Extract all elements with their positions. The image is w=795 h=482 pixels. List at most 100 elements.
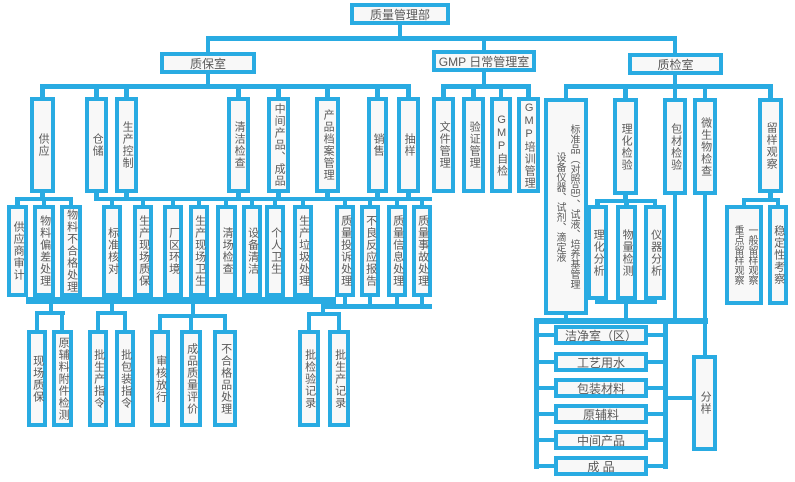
node-batch-production-order: 批生产指令: [88, 330, 108, 427]
node-standards-reagents: 标准品（对照品）、试液、培养基管理设备仪器、试剂、滴定液: [544, 98, 588, 315]
connector-line: [224, 201, 228, 205]
connector-line: [124, 89, 129, 97]
connector-line: [595, 300, 657, 304]
connector-line: [482, 41, 486, 50]
connector-line: [441, 89, 446, 97]
connector-line: [673, 195, 677, 320]
node-packaging-inspection: 包材检验: [663, 98, 687, 195]
connector-line: [648, 386, 663, 390]
node-complaint-handling: 质量投诉处理: [335, 205, 355, 297]
node-label: 仓储: [91, 133, 104, 157]
connector-line: [673, 41, 677, 53]
node-physchem-analysis: 理化分析: [587, 205, 608, 300]
connector-line: [673, 89, 677, 98]
connector-line: [564, 89, 568, 98]
node-sales: 销售: [367, 97, 388, 193]
connector-line: [648, 464, 663, 468]
connector-line: [703, 89, 707, 98]
node-label: 个人卫生: [269, 227, 282, 275]
node-label: 理化检验: [620, 122, 633, 171]
connector-line: [703, 195, 707, 355]
node-label: 设备仪器、试剂、滴定液: [554, 151, 565, 262]
node-label: 质保室: [189, 56, 226, 71]
node-label: 生产现场卫生: [193, 215, 206, 287]
connector-line: [141, 201, 145, 205]
connector-line: [301, 201, 305, 205]
node-label: 物量检测: [621, 228, 634, 277]
connector-line: [321, 309, 325, 312]
node-physchem-inspection: 理化检验: [613, 98, 638, 195]
node-site-hygiene: 生产现场卫生: [189, 205, 209, 297]
node-label: 验证管理: [468, 121, 481, 169]
connector-line: [273, 201, 277, 205]
node-label: 批包装指令: [119, 348, 132, 409]
node-validation-mgmt: 验证管理: [462, 97, 485, 193]
node-label: 质量管理部: [369, 7, 430, 22]
connector-line: [337, 316, 341, 330]
node-label: 抽样: [403, 133, 416, 157]
connector-line: [539, 464, 554, 468]
node-label: 标准品（对照品）、试液、培养基管理: [568, 124, 579, 289]
node-batch-packaging-order: 批包装指令: [115, 330, 135, 427]
node-packaging-materials: 包装材料: [554, 378, 648, 398]
node-label: 供应: [37, 133, 50, 157]
node-label: GMP自检: [495, 113, 508, 177]
connector-line: [648, 333, 663, 337]
connector-line: [236, 193, 241, 197]
node-supply: 供应: [30, 97, 55, 193]
connector-line: [539, 412, 554, 416]
node-label: 厂区环境: [167, 227, 180, 275]
connector-line: [648, 412, 663, 416]
node-label: 不良反应报告: [364, 215, 377, 287]
connector-line: [375, 193, 380, 197]
connector-line: [742, 198, 780, 202]
node-finished-products: 成 品: [554, 456, 648, 476]
node-adverse-reaction: 不良反应报告: [360, 205, 380, 297]
node-quality-info: 质量信息处理: [387, 205, 407, 297]
node-label: 生产控制: [121, 121, 134, 169]
node-label: 不合格品处理: [219, 342, 232, 415]
node-label: 物料偏差处理: [38, 215, 51, 287]
node-label: 标准核对: [106, 227, 119, 275]
node-label: 批生产记录: [333, 348, 346, 409]
connector-line: [768, 193, 773, 198]
node-label: 质量投诉处理: [339, 215, 352, 287]
node-label: 批生产指令: [92, 348, 105, 409]
connector-line: [171, 201, 175, 205]
node-supplier-audit: 供应商审计: [7, 205, 28, 297]
node-label: 物料不合格处理: [65, 209, 78, 293]
connector-line: [368, 201, 372, 205]
connector-line: [441, 84, 531, 89]
node-gmp-office: GMP 日常管理室: [432, 50, 536, 72]
node-clearance-check: 清场检查: [216, 205, 237, 297]
connector-line: [35, 315, 39, 330]
connector-line: [206, 36, 677, 41]
connector-line: [375, 89, 380, 97]
node-label: 包材检验: [669, 122, 682, 171]
node-production-control: 生产控制: [115, 97, 138, 193]
node-equipment-cleaning: 设备清洁: [242, 205, 262, 297]
node-label: 生产垃圾处理: [297, 215, 310, 287]
connector-line: [110, 201, 114, 205]
connector-line: [321, 304, 432, 309]
connector-line: [420, 297, 424, 304]
node-microbial-inspection: 微生物检查: [693, 98, 717, 195]
connector-line: [673, 75, 677, 84]
connector-line: [40, 84, 411, 89]
connector-line: [406, 89, 411, 97]
connector-line: [668, 396, 692, 400]
node-batch-production-record: 批生产记录: [328, 330, 350, 427]
node-label: 审核放行: [154, 354, 167, 403]
node-label: 成 品: [587, 459, 615, 474]
node-standard-check: 标准核对: [102, 205, 122, 297]
node-label: 留样观察: [765, 121, 778, 170]
node-batch-inspection-record: 批检验记录: [298, 330, 320, 427]
node-label: 清场检查: [221, 227, 234, 275]
node-label: 产品档案管理: [322, 109, 335, 181]
connector-line: [395, 201, 399, 205]
node-field-qa: 现场质保: [27, 330, 47, 427]
connector-line: [206, 74, 210, 84]
connector-line: [40, 193, 45, 197]
node-label: 洁净室（区）: [564, 328, 637, 343]
connector-line: [206, 41, 210, 52]
